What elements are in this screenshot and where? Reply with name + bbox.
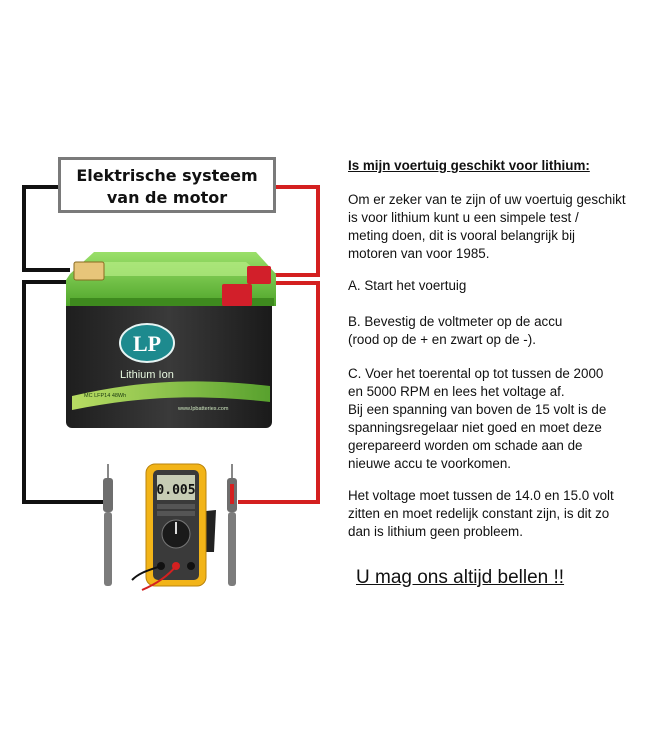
- lp-logo: [119, 323, 175, 363]
- conclusion-line: dan is lithium geen probleem.: [348, 524, 523, 539]
- box-line-2: van de motor: [106, 188, 228, 207]
- lp-logo-text: LP: [133, 331, 161, 356]
- conclusion-paragraph: Het voltage moet tussen de 14.0 en 15.0 …: [348, 487, 638, 541]
- lithium-battery: LP Lithium Ion MC LFP14 48Wh www.lpbatte…: [66, 252, 276, 428]
- step-b-line: (rood op de + en zwart op de -).: [348, 332, 536, 347]
- multimeter-reading: 0.005: [156, 483, 195, 498]
- step-c-line: Bij een spanning van boven de 15 volt is…: [348, 402, 607, 417]
- intro-line: motoren van voor 1985.: [348, 246, 490, 261]
- intro-line: meting doen, dit is vooral belangrijk bi…: [348, 228, 576, 243]
- box-line-1: Elektrische systeem: [76, 166, 258, 185]
- step-b-line: B. Bevestig de voltmeter op de accu: [348, 314, 563, 329]
- step-c-line: spanningsregelaar niet goed en moet deze: [348, 420, 602, 435]
- red-wire-bottom: [238, 281, 320, 504]
- multimeter-display: [157, 475, 195, 500]
- electrical-system-box: Elektrische systeem van de motor: [58, 157, 276, 213]
- red-wire-top: [272, 185, 320, 277]
- battery-stripe: [72, 381, 270, 410]
- positive-terminal: [247, 266, 271, 284]
- black-wire-top: [22, 185, 70, 272]
- step-a: A. Start het voertuig: [348, 278, 467, 293]
- black-wire-bottom: [22, 280, 104, 504]
- negative-terminal: [73, 261, 105, 281]
- intro-paragraph: Om er zeker van te zijn of uw voertuig g…: [348, 191, 638, 263]
- intro-line: is voor lithium kunt u een simpele test …: [348, 210, 579, 225]
- conclusion-line: Het voltage moet tussen de 14.0 en 15.0 …: [348, 488, 614, 503]
- step-b: B. Bevestig de voltmeter op de accu (roo…: [348, 313, 638, 349]
- positive-terminal-cap: [222, 284, 252, 306]
- red-probe: [227, 464, 237, 586]
- step-c-line: C. Voer het toerental op tot tussen de 2…: [348, 366, 604, 381]
- conclusion-line: zitten en moet redelijk constant zijn, i…: [348, 506, 610, 521]
- step-c: C. Voer het toerental op tot tussen de 2…: [348, 365, 638, 473]
- battery-model: MC LFP14 48Wh: [84, 393, 126, 399]
- battery-body: [66, 300, 272, 428]
- step-c-line: nieuwe accu te voorkomen.: [348, 456, 512, 471]
- battery-website: www.lpbatteries.com: [177, 406, 229, 412]
- call-us-link[interactable]: U mag ons altijd bellen !!: [356, 567, 565, 588]
- black-probe: [103, 464, 113, 586]
- step-c-line: gerepareerd worden om schade aan de: [348, 438, 583, 453]
- lithium-question-heading: Is mijn voertuig geschikt voor lithium:: [348, 158, 590, 173]
- multimeter: 0.005: [131, 463, 216, 591]
- battery-label: Lithium Ion: [120, 369, 174, 381]
- intro-line: Om er zeker van te zijn of uw voertuig g…: [348, 192, 626, 207]
- step-c-line: en 5000 RPM en lees het voltage af.: [348, 384, 565, 399]
